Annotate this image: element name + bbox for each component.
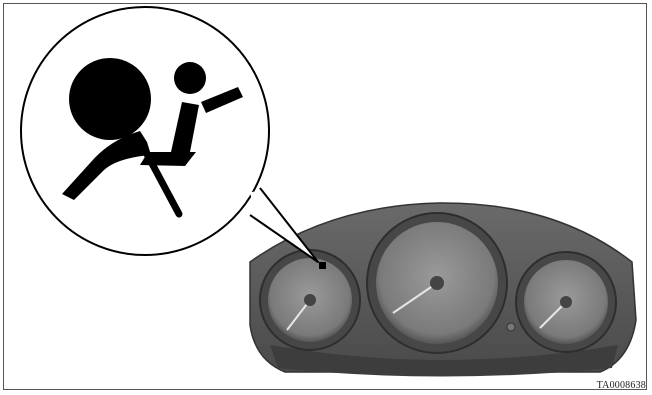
center-gauge <box>367 213 507 353</box>
callout-bubble <box>21 7 318 262</box>
instrument-cluster <box>250 203 636 377</box>
right-gauge <box>516 252 616 352</box>
left-gauge <box>260 250 360 350</box>
figure-reference-code: TA0008638 <box>597 380 646 391</box>
trip-reset-knob <box>507 323 515 331</box>
airbag-warning-lamp <box>319 262 326 269</box>
